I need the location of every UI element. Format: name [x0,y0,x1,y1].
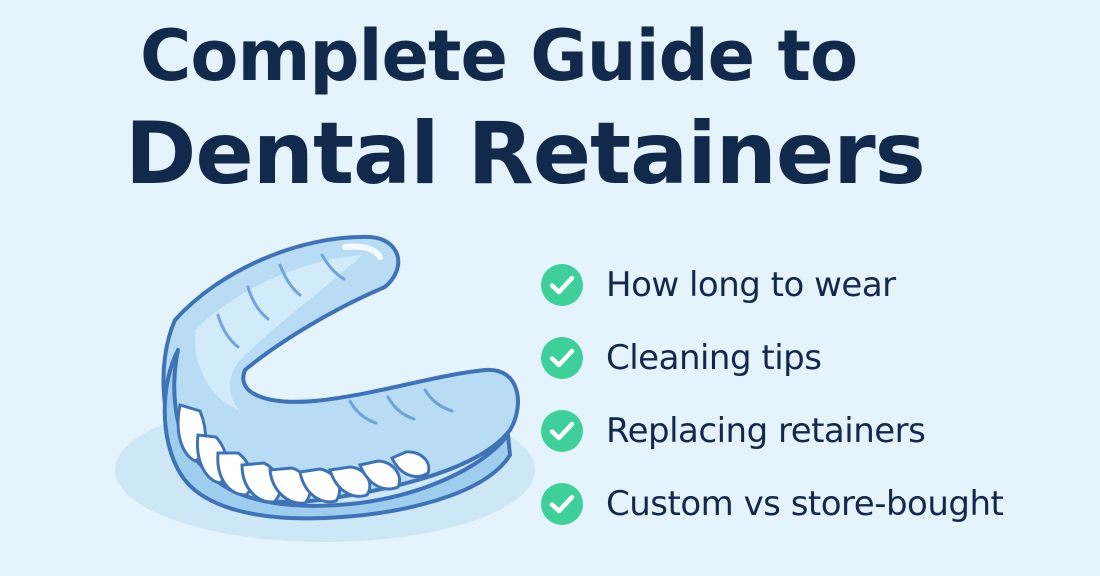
checklist-item: How long to wear [540,248,1085,321]
retainer-inner-band [194,255,362,410]
checklist-item-label: Custom vs store-bought [606,483,1004,524]
page-title: Complete Guide to Dental Retainers [0,0,1100,220]
checklist-item-label: Replacing retainers [606,410,926,451]
checklist-item: Custom vs store-bought [540,467,1085,540]
retainer-highlight [342,243,383,260]
checklist-item-label: How long to wear [606,264,896,305]
checklist-item: Replacing retainers [540,394,1085,467]
check-circle-icon [541,263,583,306]
checklist-item: Cleaning tips [540,321,1085,394]
check-circle-icon [541,409,583,452]
retainer-teeth [176,403,431,505]
feature-checklist: How long to wear Cleaning tips Replacing… [540,248,1085,540]
retainer-ridges [216,253,454,425]
title-line-1: Complete Guide to [140,15,858,97]
check-circle-icon [541,336,583,379]
title-line-2: Dental Retainers [125,104,926,204]
dental-retainer-icon [115,234,535,542]
checklist-item-label: Cleaning tips [606,337,822,378]
check-circle-icon [541,482,583,525]
